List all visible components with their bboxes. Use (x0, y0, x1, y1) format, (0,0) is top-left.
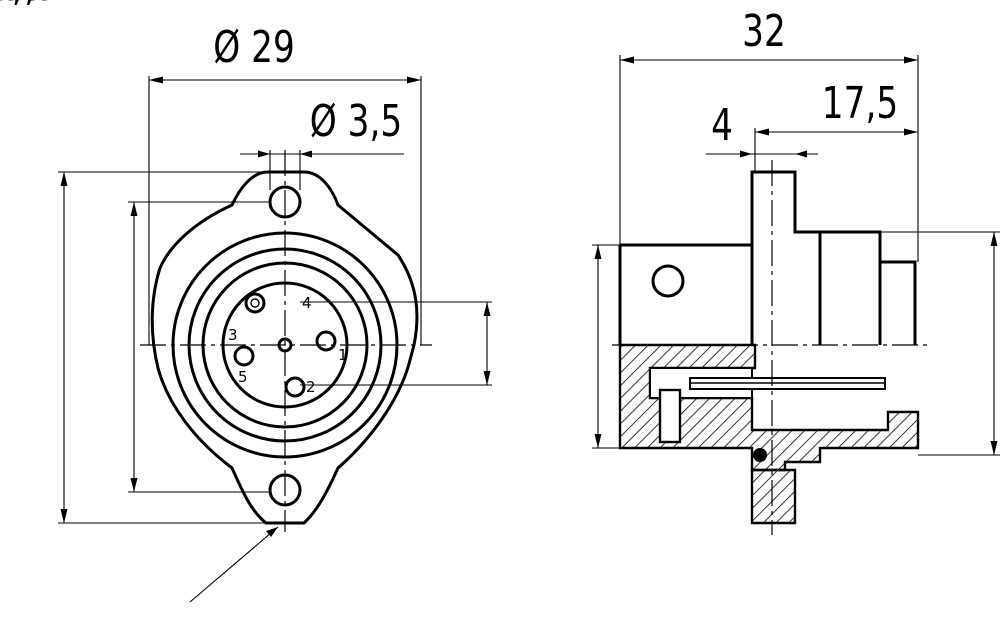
dim-31-arrow-top (130, 202, 138, 216)
dim-r-leader (189, 526, 279, 603)
dim-hole-diameter: Ø 3,5 (310, 96, 402, 147)
dim-contact-circle: Ø 9 (0, 0, 30, 11)
dim-31-arrow-bottom (130, 478, 138, 492)
side-body-outline (618, 170, 917, 345)
dim-hole-arrow-right (300, 150, 312, 158)
front-pin-label-4: 4 (302, 294, 312, 312)
side-body-hole (651, 264, 685, 298)
dim-29-arrow-left (149, 76, 163, 84)
front-pin-3 (233, 345, 255, 367)
dim-38-arrow-bottom (60, 509, 68, 523)
dim-rd-arrow-bottom (990, 441, 998, 455)
dim-9-arrow-bottom (483, 371, 491, 385)
dim-overall-length: 32 (742, 6, 786, 57)
dim-21-arrow-top (594, 245, 602, 259)
front-pin-2 (284, 376, 306, 398)
dim-17-arrow-right (904, 128, 918, 136)
front-pin-label-5: 5 (238, 368, 248, 386)
side-seal-ring (753, 448, 767, 462)
front-pin-inner-4 (250, 298, 260, 308)
dim-flange-diameter: Ø 29 (213, 22, 295, 73)
front-pin-label-1: 1 (338, 346, 348, 364)
dim-rear-length: 17,5 (822, 78, 898, 129)
side-contact-detail (658, 388, 682, 444)
dim-r-arrow (266, 527, 278, 537)
side-view: 32 17,5 4 Ø 21,5 Rd 24 (0, 0, 1000, 535)
dim-rd-arrow-top (990, 232, 998, 246)
front-flange-outline (150, 170, 419, 525)
dim-overall-height: 38 (0, 0, 22, 11)
dim-29-arrow-right (407, 76, 421, 84)
dim-32-arrow-left (620, 56, 634, 64)
front-view: 1 2 3 4 5 Ø 29 Ø 3,5 38 31 (0, 0, 492, 603)
front-pin-4 (244, 292, 266, 314)
dim-38-arrow-top (60, 172, 68, 186)
dim-4-arrow-right (795, 150, 807, 158)
dim-hole-spacing: 31 (0, 0, 22, 11)
side-flange-tab-hatch (750, 468, 797, 525)
dim-body-diameter: Ø 21,5 (0, 0, 57, 11)
dim-17-arrow-left (755, 128, 769, 136)
front-pin-label-2: 2 (306, 378, 316, 396)
dim-corner-radius: R 3,5 (0, 0, 45, 11)
dim-flange-thickness: 4 (711, 100, 733, 151)
dim-21-arrow-bottom (594, 434, 602, 448)
front-pin-label-3: 3 (228, 326, 238, 344)
front-pin-1 (315, 330, 337, 352)
dim-hole-arrow-left (258, 150, 270, 158)
dim-thread: Rd 24 (0, 0, 50, 11)
dim-32-arrow-right (904, 56, 918, 64)
dim-9-arrow-top (483, 302, 491, 316)
dim-4-arrow-left (740, 150, 752, 158)
